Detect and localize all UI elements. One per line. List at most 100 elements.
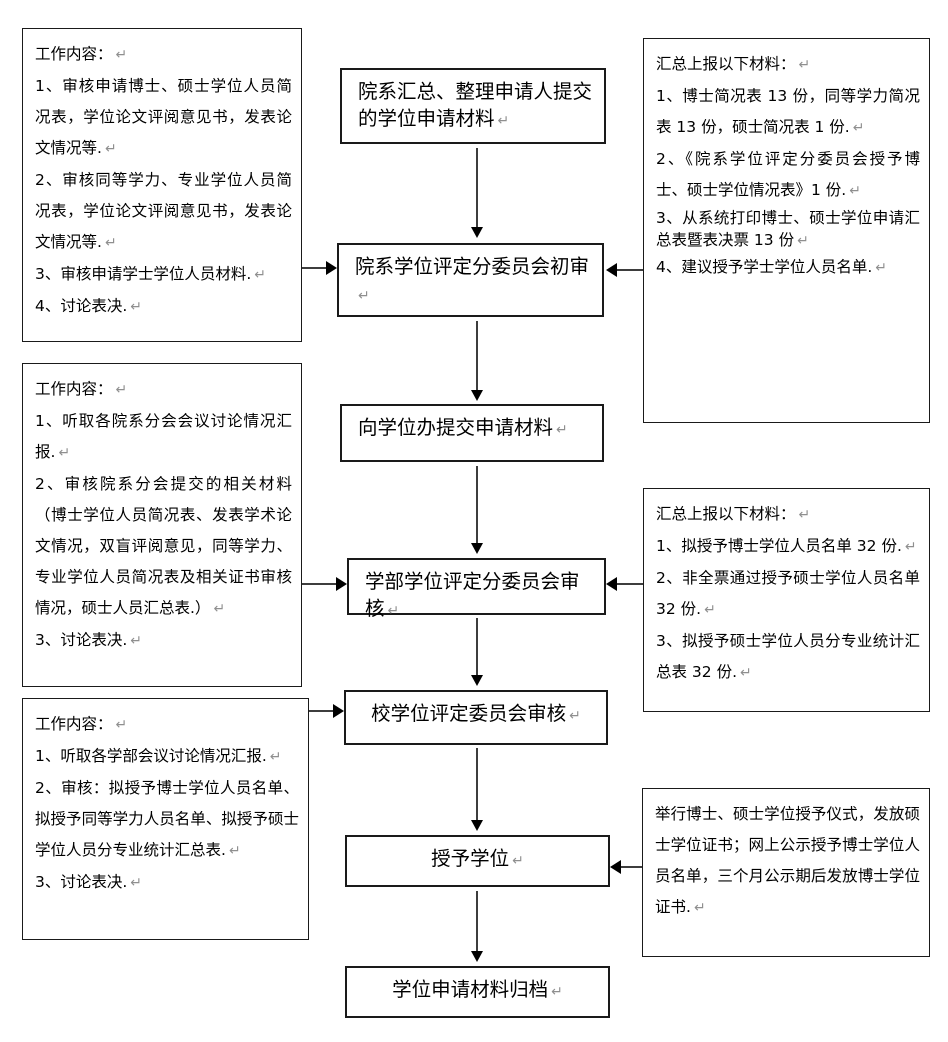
return-mark-icon: ↵	[130, 299, 143, 315]
paragraph: 2、《院系学位评定分委员会授予博士、硕士学位情况表》1 份.↵	[656, 144, 920, 207]
return-mark-icon: ↵	[104, 235, 117, 251]
paragraph-text: 3、讨论表决.	[35, 873, 128, 891]
paragraph: 2、非全票通过授予硕士学位人员名单 32 份.↵	[656, 563, 920, 626]
arrow-right-icon	[302, 261, 337, 275]
paragraph-text: 1、拟授予博士学位人员名单 32 份.	[656, 537, 902, 555]
paragraph: 举行博士、硕士学位授予仪式，发放硕士学位证书；网上公示授予博士学位人员名单，三个…	[655, 799, 920, 924]
right-note-box-faculty-materials: 汇总上报以下材料：↵ 1、拟授予博士学位人员名单 32 份.↵ 2、非全票通过授…	[643, 488, 930, 712]
arrow-left-icon	[606, 577, 643, 591]
return-mark-icon: ↵	[213, 601, 226, 617]
paragraph-text: 3、讨论表决.	[35, 631, 128, 649]
paragraph-text: 1、听取各学部会议讨论情况汇报.	[35, 747, 267, 765]
return-mark-icon: ↵	[849, 183, 861, 199]
left-note-box-division-review: 工作内容：↵ 1、听取各院系分会会议讨论情况汇报.↵ 2、审核院系分会提交的相关…	[22, 363, 302, 687]
arrow-down-icon	[471, 466, 483, 554]
paragraph: 3、讨论表决.↵	[35, 867, 299, 899]
return-mark-icon: ↵	[556, 422, 568, 438]
flow-step-division-initial-review: 院系学位评定分委员会初审 ↵	[337, 243, 604, 317]
paragraph: 4、讨论表决.↵	[35, 291, 292, 323]
return-mark-icon: ↵	[798, 57, 811, 73]
return-mark-icon: ↵	[740, 665, 752, 681]
return-mark-icon: ↵	[852, 120, 865, 136]
paragraph: 1、拟授予博士学位人员名单 32 份.↵	[656, 531, 920, 563]
flow-step-label: 校学位评定委员会审核↵	[354, 700, 598, 730]
arrow-right-icon	[309, 704, 344, 718]
arrow-down-icon	[471, 618, 483, 686]
return-mark-icon: ↵	[797, 233, 809, 249]
paragraph-text: 2、《院系学位评定分委员会授予博士、硕士学位情况表》1 份.	[656, 150, 920, 199]
return-mark-icon: ↵	[798, 507, 811, 523]
right-note-box-division-materials: 汇总上报以下材料：↵ 1、博士简况表 13 份，同等学力简况表 13 份，硕士简…	[643, 38, 930, 423]
paragraph-text: 1、审核申请博士、硕士学位人员简况表，学位论文评阅意见书，发表论文情况等.	[35, 77, 292, 157]
arrow-down-icon	[471, 321, 483, 401]
flow-step-label: 授予学位↵	[355, 845, 600, 875]
arrow-down-icon	[471, 148, 483, 238]
flow-step-text: 院系汇总、整理申请人提交的学位申请材料	[358, 80, 593, 130]
paragraph-text: 3、从系统打印博士、硕士学位申请汇总表暨表决票 13 份	[656, 209, 920, 249]
flow-step-text: 向学位办提交申请材料	[358, 416, 554, 439]
flow-step-collect-materials: 院系汇总、整理申请人提交的学位申请材料↵	[340, 68, 606, 144]
paragraph-text: 2、审核院系分会提交的相关材料（博士学位人员简况表、发表学术论文情况，双盲评阅意…	[35, 475, 292, 617]
paragraph: 1、审核申请博士、硕士学位人员简况表，学位论文评阅意见书，发表论文情况等.↵	[35, 71, 292, 165]
flow-step-text: 校学位评定委员会审核	[371, 702, 567, 725]
paragraph: 1、听取各学部会议讨论情况汇报.↵	[35, 741, 299, 773]
return-mark-icon: ↵	[387, 603, 400, 619]
return-mark-icon: ↵	[115, 717, 128, 733]
paragraph-text: 1、博士简况表 13 份，同等学力简况表 13 份，硕士简况表 1 份.	[656, 87, 920, 136]
paragraph-text: 2、审核同等学力、专业学位人员简况表，学位论文评阅意见书，发表论文情况等.	[35, 171, 292, 251]
return-mark-icon: ↵	[551, 984, 563, 1000]
paragraph-text: 2、非全票通过授予硕士学位人员名单 32 份.	[656, 569, 920, 618]
flow-step-label: 向学位办提交申请材料↵	[358, 414, 594, 444]
paragraph-text: 工作内容：	[35, 715, 113, 733]
paragraph: 1、博士简况表 13 份，同等学力简况表 13 份，硕士简况表 1 份.↵	[656, 81, 920, 144]
return-mark-icon: ↵	[115, 47, 128, 63]
arrow-right-icon	[302, 577, 347, 591]
return-mark-icon: ↵	[904, 539, 917, 555]
paragraph-text: 工作内容：	[35, 45, 113, 63]
return-mark-icon: ↵	[569, 708, 581, 724]
return-mark-icon: ↵	[58, 445, 71, 461]
return-mark-icon: ↵	[497, 113, 510, 129]
flow-step-faculty-committee-review: 学部学位评定分委员会审核↵	[347, 558, 606, 620]
paragraph: 工作内容：↵	[35, 39, 292, 71]
flow-step-label: 院系汇总、整理申请人提交的学位申请材料↵	[358, 78, 596, 135]
paragraph-text: 2、审核：拟授予博士学位人员名单、拟授予同等学力人员名单、拟授予硕士学位人员分专…	[35, 779, 299, 859]
paragraph: 汇总上报以下材料：↵	[656, 499, 920, 531]
return-mark-icon: ↵	[358, 288, 370, 304]
paragraph: 1、听取各院系分会会议讨论情况汇报.↵	[35, 406, 292, 469]
flow-step-university-committee-review: 校学位评定委员会审核↵	[344, 690, 608, 745]
return-mark-icon: ↵	[512, 853, 524, 869]
paragraph-text: 工作内容：	[35, 380, 113, 398]
return-mark-icon: ↵	[693, 900, 706, 916]
flow-step-text: 院系学位评定分委员会初审	[355, 255, 590, 278]
paragraph-text: 4、建议授予学士学位人员名单.	[656, 258, 873, 276]
return-mark-icon: ↵	[875, 260, 888, 276]
flow-step-text: 授予学位	[431, 847, 510, 870]
left-note-box-university-review: 工作内容：↵ 1、听取各学部会议讨论情况汇报.↵ 2、审核：拟授予博士学位人员名…	[22, 698, 309, 940]
paragraph: 3、拟授予硕士学位人员分专业统计汇总表 32 份.↵	[656, 626, 920, 689]
return-mark-icon: ↵	[254, 267, 267, 283]
paragraph: 3、审核申请学士学位人员材料.↵	[35, 259, 292, 291]
flow-step-archive-materials: 学位申请材料归档↵	[345, 966, 610, 1018]
paragraph-text: 3、审核申请学士学位人员材料.	[35, 265, 252, 283]
return-mark-icon: ↵	[704, 602, 716, 618]
paragraph-text: 1、听取各院系分会会议讨论情况汇报.	[35, 412, 292, 461]
return-mark-icon: ↵	[104, 141, 117, 157]
return-mark-icon: ↵	[130, 633, 143, 649]
return-mark-icon: ↵	[269, 749, 282, 765]
flow-step-label: 学位申请材料归档↵	[355, 976, 600, 1006]
return-mark-icon: ↵	[130, 875, 143, 891]
paragraph: 2、审核：拟授予博士学位人员名单、拟授予同等学力人员名单、拟授予硕士学位人员分专…	[35, 773, 299, 867]
left-note-box-faculty-review: 工作内容：↵ 1、审核申请博士、硕士学位人员简况表，学位论文评阅意见书，发表论文…	[22, 28, 302, 342]
flow-step-text: 学部学位评定分委员会审核	[365, 570, 580, 620]
arrow-down-icon	[471, 748, 483, 831]
paragraph: 工作内容：↵	[35, 374, 292, 406]
arrow-down-icon	[471, 891, 483, 962]
flow-step-label: 学部学位评定分委员会审核↵	[365, 568, 596, 625]
arrow-left-icon	[610, 860, 642, 874]
paragraph-text: 3、拟授予硕士学位人员分专业统计汇总表 32 份.	[656, 632, 920, 681]
flow-step-label: 院系学位评定分委员会初审 ↵	[355, 253, 594, 310]
paragraph-text: 举行博士、硕士学位授予仪式，发放硕士学位证书；网上公示授予博士学位人员名单，三个…	[655, 805, 920, 916]
paragraph-text: 4、讨论表决.	[35, 297, 128, 315]
